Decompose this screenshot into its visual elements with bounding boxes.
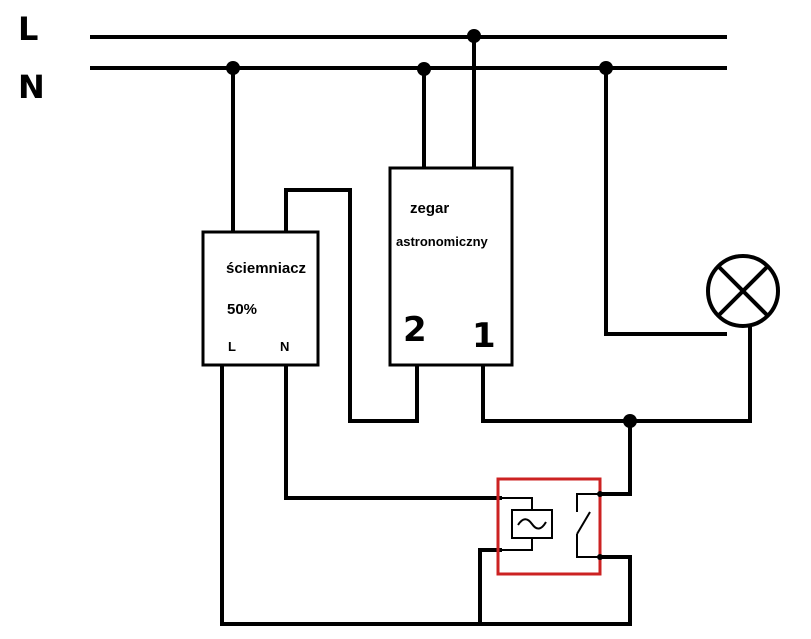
dimmer-name: ściemniacz <box>226 260 306 277</box>
relay-contact-feed-wire <box>598 419 632 496</box>
dimmer-to-clock-wire <box>284 188 419 423</box>
clock-label-line1: zegar <box>410 200 449 217</box>
lamp-icon <box>706 254 780 328</box>
relay-module <box>496 477 603 576</box>
switch-contact-icon <box>576 491 603 560</box>
astro-clock-box <box>388 166 514 367</box>
clock-terminal-1: 1 <box>472 316 496 356</box>
dimmer-box <box>201 230 320 367</box>
neutral-rail-label: N <box>18 68 45 106</box>
ac-wave-icon <box>517 518 547 530</box>
dimmer-level: 50% <box>227 301 257 318</box>
phase-rail-label: L <box>18 10 38 48</box>
relay-coil-return-wire <box>478 548 502 626</box>
bottom-return-wire <box>220 363 632 626</box>
dimmer-terminal-n: N <box>280 339 289 354</box>
clock-output-wire <box>481 310 752 423</box>
clock-terminal-2: 2 <box>403 310 427 350</box>
dimmer-n-to-relay-wire <box>284 363 502 500</box>
relay-outline <box>496 477 602 576</box>
dimmer-terminal-l: L <box>228 339 236 354</box>
lamp-neutral-wire <box>604 66 727 336</box>
clock-label-line2: astronomiczny <box>396 234 489 249</box>
